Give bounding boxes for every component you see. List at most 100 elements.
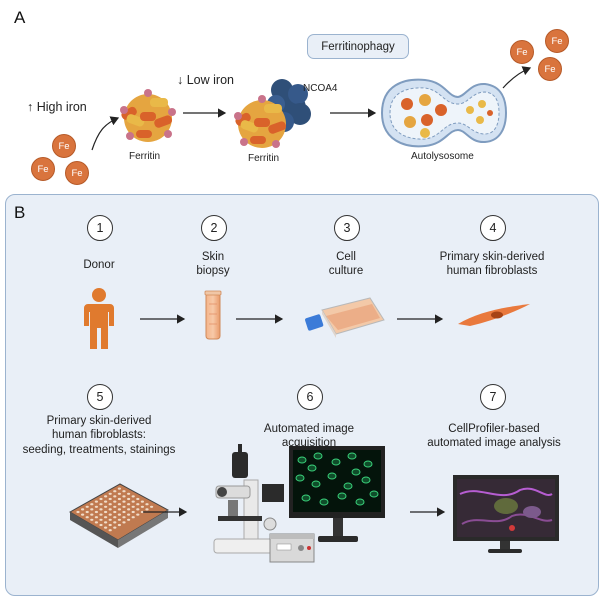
plate-well: [131, 510, 135, 514]
panel-b-diagram: [68, 288, 559, 563]
plate-well: [108, 503, 112, 506]
plate-well: [122, 516, 126, 519]
plate-well: [108, 518, 112, 521]
plate-well: [131, 500, 135, 503]
donor-person-icon: [84, 288, 114, 349]
plate-well: [127, 503, 131, 506]
plate-wells: [76, 487, 154, 532]
plate-well: [113, 526, 117, 529]
plate-well: [108, 497, 112, 501]
plate-well: [127, 508, 131, 511]
plate-well: [99, 508, 103, 511]
fluorescent-cell: [363, 460, 373, 468]
plate-well: [136, 513, 140, 516]
step-number-5: 5: [87, 384, 113, 410]
fibroblast-cell-icon: [458, 304, 530, 326]
step-number-4: 4: [480, 215, 506, 241]
step-number-7: 7: [480, 384, 506, 410]
plate-well: [117, 497, 121, 501]
ferritin-icon-1: [120, 89, 176, 142]
ferritin-icon-2: [234, 95, 286, 148]
plate-well: [108, 492, 112, 495]
iron-particle: Fe: [65, 161, 89, 185]
plate-well: [94, 521, 98, 524]
plate-well: [113, 500, 117, 503]
iron-particle: Fe: [510, 40, 534, 64]
low-iron-label: ↓ Low iron: [177, 73, 234, 87]
plate-well: [85, 516, 89, 519]
iron-particle: Fe: [52, 134, 76, 158]
step-number-6: 6: [297, 384, 323, 410]
plate-well: [85, 505, 89, 508]
autolysosome-label: Autolysosome: [411, 151, 474, 162]
high-iron-label: ↑ High iron: [27, 100, 87, 114]
plate-well: [145, 508, 149, 511]
fluorescent-cell: [307, 464, 317, 472]
panel-a-diagram: [91, 66, 532, 151]
plate-well: [113, 516, 117, 519]
fluorescent-cell: [331, 458, 341, 466]
step-2-label: Skin biopsy: [196, 251, 230, 278]
plate-well: [117, 503, 121, 506]
step-4-label: Primary skin-derived human fibroblasts: [439, 251, 545, 278]
plate-well: [113, 495, 117, 498]
plate-well: [136, 508, 140, 511]
plate-well: [117, 508, 121, 511]
plate-well: [94, 516, 98, 519]
step-5-label: Primary skin-derived human fibroblasts: …: [22, 415, 176, 456]
fluorescent-cell: [319, 498, 329, 506]
up-arrow-icon: ↑: [27, 100, 34, 114]
plate-well: [104, 526, 108, 529]
plate-well: [122, 490, 126, 493]
plate-well: [81, 513, 85, 516]
fluorescent-cell: [355, 498, 365, 506]
plate-well: [108, 529, 112, 532]
plate-well: [113, 490, 117, 493]
fluorescent-cell: [297, 456, 307, 464]
plate-well: [108, 523, 112, 527]
plate-well: [113, 510, 117, 514]
fluorescent-cell: [347, 452, 357, 460]
plate-well: [104, 516, 108, 519]
plate-well: [117, 513, 121, 516]
plate-well: [117, 487, 121, 490]
ferritin-label-2: Ferritin: [248, 153, 280, 164]
step-number-2: 2: [201, 215, 227, 241]
step-number-1: 1: [87, 215, 113, 241]
plate-well: [136, 497, 140, 501]
plate-well: [117, 492, 121, 495]
plate-well: [108, 508, 112, 511]
fluorescent-cell: [311, 480, 321, 488]
analysis-monitor-icon: [453, 475, 559, 553]
uptake-arrow: [91, 116, 120, 151]
plate-well: [113, 505, 117, 508]
plate-well: [127, 518, 131, 521]
plate-well: [127, 492, 131, 495]
plate-well: [90, 513, 94, 516]
step-1-label: Donor: [83, 259, 115, 271]
plate-well: [127, 513, 131, 516]
plate-well: [140, 505, 144, 508]
plate-well: [122, 510, 126, 514]
iron-particle: Fe: [545, 29, 569, 53]
fluorescent-cell: [327, 472, 337, 480]
plate-well: [99, 518, 103, 521]
plate-well: [94, 500, 98, 503]
microscope-icon: [213, 444, 284, 554]
plate-well: [122, 500, 126, 503]
step-7-label: CellProfiler-based automated image analy…: [427, 423, 561, 450]
plate-well: [108, 513, 112, 516]
plate-well: [104, 500, 108, 503]
plate-well: [90, 508, 94, 511]
panel-b-letter: B: [14, 203, 26, 222]
fluorescent-cell: [301, 494, 311, 502]
plate-well: [131, 516, 135, 519]
fluorescent-cell: [361, 476, 371, 484]
plate-well: [131, 505, 135, 508]
plate-well: [90, 503, 94, 506]
plate-well: [104, 495, 108, 498]
down-arrow-icon: ↓: [177, 73, 184, 87]
plate-well: [104, 521, 108, 524]
skin-biopsy-tube-icon: [204, 290, 222, 340]
plate-well: [127, 497, 131, 501]
